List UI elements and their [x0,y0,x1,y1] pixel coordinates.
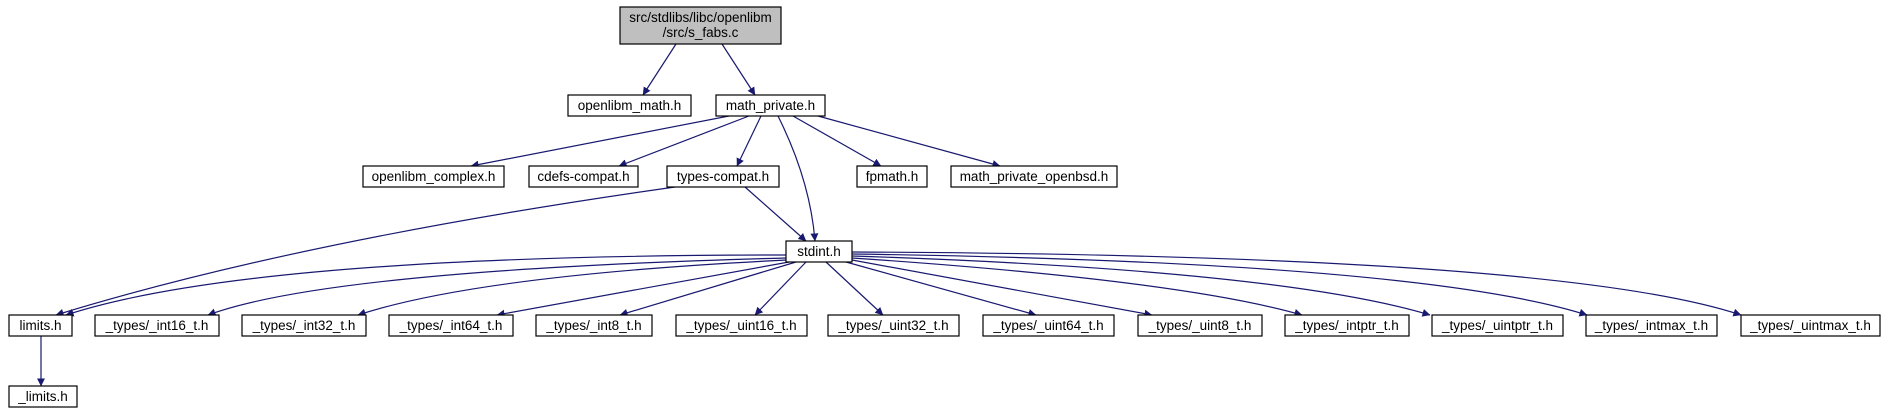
node-intptr[interactable]: _types/_intptr_t.h [1284,314,1410,337]
node-box [528,165,639,188]
edge-math_private-to-fpmath [792,115,882,167]
node-label: _types/_uint64_t.h [992,318,1103,333]
edge-root-to-math_private [721,43,756,96]
node-label: math_private_openbsd.h [960,169,1109,184]
root-title-line: src/stdlibs/libc/openlibm [629,10,772,25]
edge-stdint-to-uint16 [754,261,807,316]
node-box [666,165,780,188]
node-box [388,314,514,337]
node-label: limits.h [19,318,61,333]
node-label: _types/_int32_t.h [252,318,356,333]
node-openlibm-math[interactable]: openlibm_math.h [567,94,692,117]
node-box [856,165,928,188]
node-label: _limits.h [17,389,68,404]
node-math-private-openbsd[interactable]: math_private_openbsd.h [950,165,1118,188]
node-box [950,165,1118,188]
node-uint8[interactable]: _types/_uint8_t.h [1137,314,1263,337]
edge-math_private-to-stdint [777,115,819,242]
root-title-line: /src/s_fabs.c [663,25,739,40]
node-box [675,314,808,337]
node-label: _types/_intptr_t.h [1294,318,1399,333]
node-limits[interactable]: limits.h [8,314,73,337]
edge-stdint-to-int8 [619,261,797,317]
edge-math_private-to-types_compat [736,115,762,167]
node-int8[interactable]: _types/_int8_t.h [535,314,653,337]
edge-math_private-to-openlibm_complex [470,115,730,169]
node-label: _types/_int8_t.h [545,318,641,333]
node-box [241,314,367,337]
edge-stdint-to-uint32 [825,261,884,316]
node-cdefs-compat[interactable]: cdefs-compat.h [528,165,639,188]
node-label: _types/_uintmax_t.h [1749,318,1871,333]
node-openlibm-complex[interactable]: openlibm_complex.h [362,165,505,188]
node-box [982,314,1115,337]
node-box [94,314,220,337]
edge-types_compat-to-limits [55,186,676,317]
edge-math_private-to-cdefs_compat [618,115,750,168]
edge-stdint-to-int32 [357,259,788,317]
edge-root-to-openlibm_math [642,43,677,96]
node-label: types-compat.h [677,169,769,184]
edge-stdint-to-uint8 [851,259,1153,318]
node-uint64[interactable]: _types/_uint64_t.h [982,314,1115,337]
node-stdint[interactable]: stdint.h [785,240,853,263]
node-box [1431,314,1564,337]
node-label: _types/_uint32_t.h [837,318,948,333]
node-box [8,385,78,408]
node-label: _types/_uintptr_t.h [1441,318,1553,333]
node-uint32[interactable]: _types/_uint32_t.h [827,314,960,337]
node-box [8,314,73,337]
node-box [785,240,853,263]
node-label: stdint.h [797,244,841,259]
edge-stdint-to-uintptr [851,255,1431,317]
node-uintmax[interactable]: _types/_uintmax_t.h [1740,314,1881,337]
node-label: cdefs-compat.h [537,169,629,184]
edge-stdint-to-uintmax [851,251,1742,317]
edge-math_private-to-math_private_openbsd [817,115,1001,168]
node-math-private[interactable]: math_private.h [715,94,826,117]
node-box [715,94,826,117]
node-box [1284,314,1410,337]
edge-stdint-to-int64 [496,261,790,318]
node-box [567,94,692,117]
node-int64[interactable]: _types/_int64_t.h [388,314,514,337]
node-box [827,314,960,337]
node-label: openlibm_complex.h [372,169,496,184]
edge-stdint-to-int16 [207,257,787,317]
node-label: _types/_intmax_t.h [1594,318,1708,333]
node-uintptr[interactable]: _types/_uintptr_t.h [1431,314,1564,337]
node-label: _types/_uint16_t.h [685,318,796,333]
node-fpmath[interactable]: fpmath.h [856,165,928,188]
edge-stdint-to-uint64 [845,261,1037,317]
node-box [362,165,505,188]
node-box [535,314,653,337]
node-label: _types/_int16_t.h [105,318,209,333]
node-int16[interactable]: _types/_int16_t.h [94,314,220,337]
edge-types_compat-to-stdint [744,186,807,242]
node-box [1137,314,1263,337]
node-label: _types/_int64_t.h [399,318,503,333]
node-root[interactable]: src/stdlibs/libc/openlibm/src/s_fabs.c [619,6,782,45]
node-intmax[interactable]: _types/_intmax_t.h [1585,314,1718,337]
node-label: openlibm_math.h [578,98,682,113]
node-box [619,6,782,45]
edge-stdint-to-intptr [851,257,1303,317]
node-types-compat[interactable]: types-compat.h [666,165,780,188]
node-label: math_private.h [726,98,815,113]
node-int32[interactable]: _types/_int32_t.h [241,314,367,337]
node-label: fpmath.h [866,169,919,184]
edge-stdint-to-intmax [851,253,1588,317]
node-label: _types/_uint8_t.h [1148,318,1252,333]
edge-stdint-to-limits [65,254,787,317]
node--limits[interactable]: _limits.h [8,385,78,408]
node-uint16[interactable]: _types/_uint16_t.h [675,314,808,337]
node-box [1585,314,1718,337]
node-box [1740,314,1881,337]
